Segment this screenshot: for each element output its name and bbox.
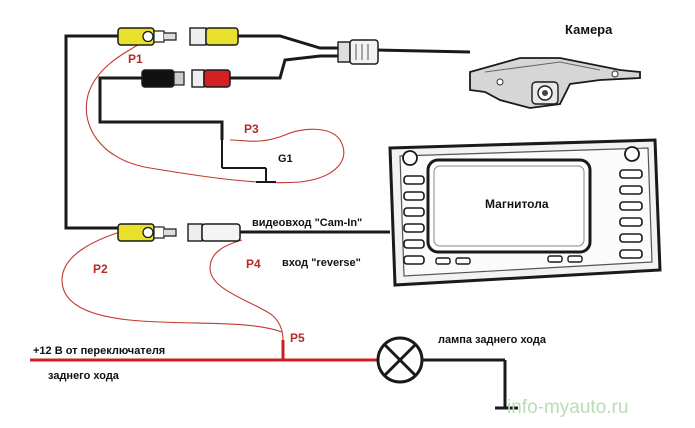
video-input-label: видеовход "Cam-In" bbox=[252, 217, 362, 229]
thin-red-wires bbox=[61, 44, 345, 341]
rca-connector-p1 bbox=[117, 27, 239, 46]
loop-upper bbox=[85, 44, 345, 184]
left-knob bbox=[402, 150, 418, 166]
power-wire bbox=[30, 340, 385, 362]
p4-label: P4 bbox=[246, 257, 261, 271]
wire-red-to-plug bbox=[230, 54, 338, 80]
rca-connector-black bbox=[141, 69, 185, 88]
p5-label: P5 bbox=[290, 331, 305, 345]
ground-label: G1 bbox=[278, 153, 293, 165]
lamp-label: лампа заднего хода bbox=[438, 334, 547, 346]
head-unit-label: Магнитола bbox=[485, 197, 549, 211]
p3-label: P3 bbox=[244, 122, 259, 136]
camera-plug bbox=[337, 39, 379, 65]
head-unit bbox=[388, 138, 662, 287]
wire-p1-left bbox=[64, 34, 118, 230]
watermark: info-myauto.ru bbox=[507, 397, 628, 418]
reverse-input-label: вход "reverse" bbox=[282, 257, 361, 269]
power-line1-label: +12 В от переключателя bbox=[33, 345, 165, 357]
wire-plug-to-camera bbox=[377, 48, 471, 54]
wire-p4 bbox=[209, 239, 284, 341]
left-buttons bbox=[403, 175, 425, 265]
power-line2-label: заднего хода bbox=[48, 370, 120, 382]
head-unit-screen bbox=[426, 158, 592, 254]
reverse-lamp-icon bbox=[376, 336, 424, 384]
rca-connector-red bbox=[191, 69, 231, 88]
center-bottom-buttons bbox=[435, 255, 583, 265]
ground-symbol bbox=[221, 140, 276, 183]
loop-lower bbox=[61, 231, 283, 333]
right-knob bbox=[624, 146, 640, 162]
rca-connector-p2 bbox=[117, 223, 241, 242]
wire-black-to-ground bbox=[98, 76, 224, 140]
camera-icon bbox=[469, 57, 641, 109]
p1-label: P1 bbox=[128, 52, 143, 66]
wire-top-to-camera-plug bbox=[238, 34, 338, 50]
black-wires bbox=[64, 34, 471, 234]
p2-label: P2 bbox=[93, 262, 108, 276]
right-buttons bbox=[619, 169, 643, 259]
camera-label: Камера bbox=[565, 22, 613, 37]
